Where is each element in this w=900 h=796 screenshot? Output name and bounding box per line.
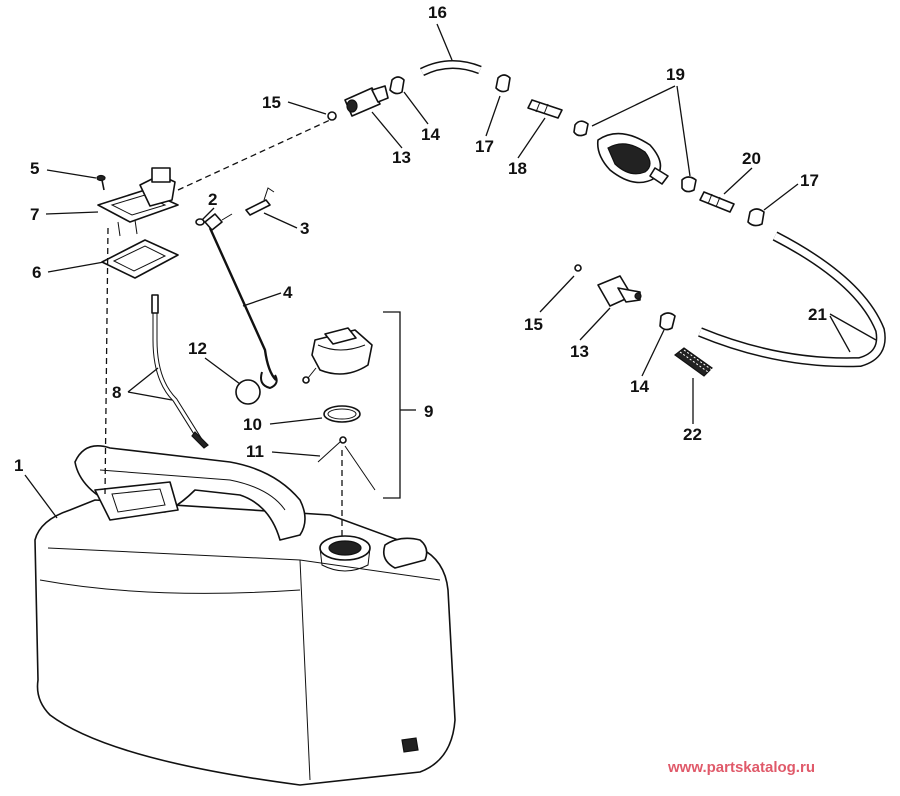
- hose-fitting: [527, 99, 563, 119]
- callout-21: 21: [808, 305, 827, 324]
- alignment-line-pickup: [104, 227, 109, 496]
- leader-7: [45, 211, 99, 215]
- float-arm: [204, 213, 278, 390]
- leader-8a: [127, 367, 159, 393]
- callout-6: 6: [32, 263, 41, 282]
- fuel-filter: [674, 347, 713, 377]
- leader-19b: [676, 85, 691, 177]
- clamp-top: [389, 76, 405, 95]
- leader-14a: [403, 91, 429, 125]
- callout-13a: 13: [392, 148, 411, 167]
- leader-12: [204, 357, 241, 385]
- primer-bulb: [573, 120, 697, 193]
- callout-15b: 15: [524, 315, 543, 334]
- leader-17b: [763, 183, 799, 211]
- float: [235, 379, 261, 405]
- clamp-17a: [495, 74, 511, 93]
- callout-19: 19: [666, 65, 685, 84]
- callout-11: 11: [246, 442, 264, 461]
- callout-14b: 14: [630, 377, 649, 396]
- callout-22: 22: [683, 425, 702, 444]
- callout-17b: 17: [800, 171, 819, 190]
- cap-seal: [323, 405, 361, 423]
- callout-9: 9: [424, 402, 433, 421]
- leader-11: [271, 451, 321, 457]
- leader-10: [269, 417, 323, 425]
- pickup-tube: [151, 294, 209, 449]
- screw: [96, 174, 106, 191]
- leader-13b: [579, 307, 611, 341]
- callout-8: 8: [112, 383, 121, 402]
- fuel-tank: [34, 445, 456, 786]
- callout-13b: 13: [570, 342, 589, 361]
- callout-20: 20: [742, 149, 761, 168]
- callout-12: 12: [188, 339, 207, 358]
- clamp-17b: [747, 208, 765, 227]
- o-ring-small: [195, 218, 205, 226]
- callout-7: 7: [30, 205, 39, 224]
- leader-21a: [829, 313, 877, 341]
- callout-15a: 15: [262, 93, 281, 112]
- leader-15a: [287, 101, 327, 115]
- callout-10: 10: [243, 415, 262, 434]
- leader-3: [263, 212, 298, 229]
- leader-6: [47, 261, 105, 273]
- retainer-clip: [245, 187, 275, 216]
- leader-14b: [641, 329, 665, 377]
- leader-16: [436, 23, 453, 61]
- callout-3: 3: [300, 219, 309, 238]
- callout-14a: 14: [421, 125, 440, 144]
- leader-15b: [539, 275, 575, 313]
- leader-2: [201, 207, 215, 221]
- bracket-9: [383, 311, 401, 499]
- leader-17a: [485, 95, 501, 137]
- gasket: [101, 239, 179, 279]
- connector-top: [344, 85, 389, 117]
- leader-20: [723, 167, 753, 195]
- clamp-lower: [659, 312, 676, 331]
- filler-cap: [302, 327, 373, 384]
- leader-13a: [371, 111, 403, 149]
- alignment-line-connector: [177, 119, 331, 191]
- callout-4: 4: [283, 283, 293, 302]
- leader-4: [242, 292, 282, 307]
- connector-lower: [597, 275, 642, 307]
- hose-fitting-20: [699, 191, 735, 213]
- callout-5: 5: [30, 159, 39, 178]
- callout-1: 1: [14, 456, 23, 475]
- o-ring-lower: [574, 264, 582, 272]
- leader-19a: [591, 85, 676, 127]
- o-ring-top: [327, 111, 337, 121]
- cap-chain: [317, 436, 376, 491]
- leader-1: [24, 474, 58, 519]
- callout-17a: 17: [475, 137, 494, 156]
- leader-21b: [829, 315, 851, 353]
- leader-18: [517, 117, 546, 159]
- callout-2: 2: [208, 190, 217, 209]
- callout-16: 16: [428, 3, 447, 22]
- callout-18: 18: [508, 159, 527, 178]
- leader-8b: [127, 391, 173, 401]
- leader-5: [46, 169, 97, 179]
- watermark: www.partskatalog.ru: [667, 759, 815, 776]
- fuel-pickup-assembly: [97, 167, 179, 237]
